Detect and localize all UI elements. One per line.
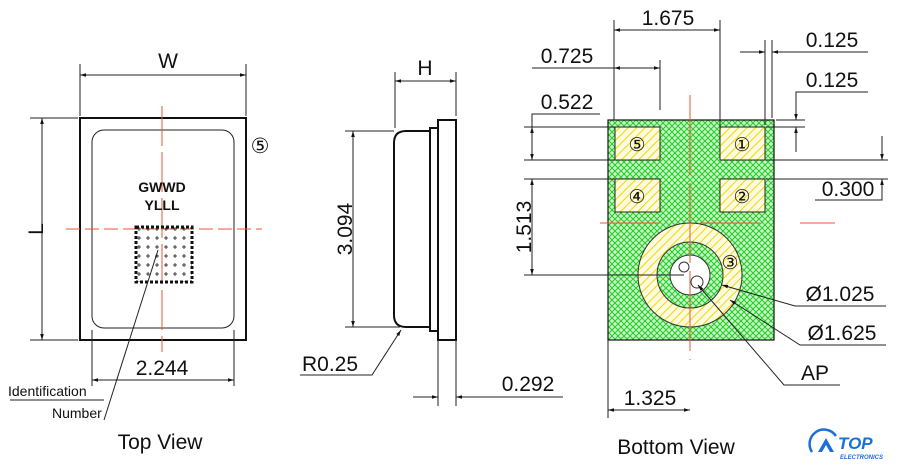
dim-1325: 1.325 bbox=[624, 387, 677, 410]
dim-0125-horizontal: 0.125 bbox=[806, 29, 859, 52]
id-label-line1: Identification bbox=[8, 383, 87, 399]
logo-sub: ELECTRONICS bbox=[840, 455, 883, 461]
height-label: H bbox=[417, 57, 432, 80]
id-leader bbox=[103, 249, 159, 421]
width-label: W bbox=[158, 50, 178, 73]
board-thickness-value: 0.292 bbox=[502, 373, 555, 396]
logo-name: TOP bbox=[838, 434, 873, 453]
side-view: H 3.094 R0.25 0.292 bbox=[300, 57, 563, 406]
dim-0522: 0.522 bbox=[541, 91, 594, 114]
logo-arc-icon bbox=[808, 428, 838, 453]
pad-1 bbox=[719, 126, 766, 161]
inner-width-value: 2.244 bbox=[136, 357, 189, 380]
pad-2 bbox=[719, 178, 766, 213]
top-electronics-logo: TOP ELECTRONICS bbox=[808, 428, 883, 461]
pin-marker: ⑤ bbox=[251, 135, 270, 158]
logo-a-icon bbox=[818, 438, 834, 452]
id-label-line2: Number bbox=[52, 405, 102, 421]
pad-5-label: ⑤ bbox=[628, 135, 645, 156]
data-matrix-code bbox=[134, 225, 194, 284]
pad-4 bbox=[614, 178, 661, 213]
dim-ap: AP bbox=[801, 362, 829, 385]
bottom-view: ⑤ ① ④ ② ③ 1.675 0.725 0.125 0.125 bbox=[513, 7, 888, 459]
dim-dia-1625: Ø1.625 bbox=[808, 322, 877, 345]
pad-5 bbox=[614, 126, 661, 161]
pad-3-label: ③ bbox=[721, 253, 738, 274]
pad-4-label: ④ bbox=[628, 187, 645, 208]
body-length-value: 3.094 bbox=[334, 202, 357, 255]
dim-0125-vertical: 0.125 bbox=[806, 69, 859, 92]
dim-0300: 0.300 bbox=[822, 178, 875, 201]
lens-profile bbox=[393, 130, 430, 328]
dim-dia-1025: Ø1.025 bbox=[806, 283, 875, 306]
substrate-profile bbox=[437, 119, 457, 341]
pad-1-label: ① bbox=[733, 135, 750, 156]
marking-line1: GWWD bbox=[138, 179, 185, 195]
marking-line2: YLLL bbox=[145, 197, 180, 213]
radius-value: R0.25 bbox=[302, 353, 358, 376]
length-label: L bbox=[25, 223, 48, 235]
dim-1675: 1.675 bbox=[642, 7, 695, 30]
pad-2-label: ② bbox=[733, 187, 750, 208]
dim-0725: 0.725 bbox=[541, 45, 594, 68]
dim-1513: 1.513 bbox=[513, 201, 536, 254]
top-view: GWWD YLLL ⑤ W L 2.244 Identification Num… bbox=[8, 50, 269, 454]
top-view-caption: Top View bbox=[118, 431, 204, 454]
bottom-view-caption: Bottom View bbox=[617, 436, 735, 459]
